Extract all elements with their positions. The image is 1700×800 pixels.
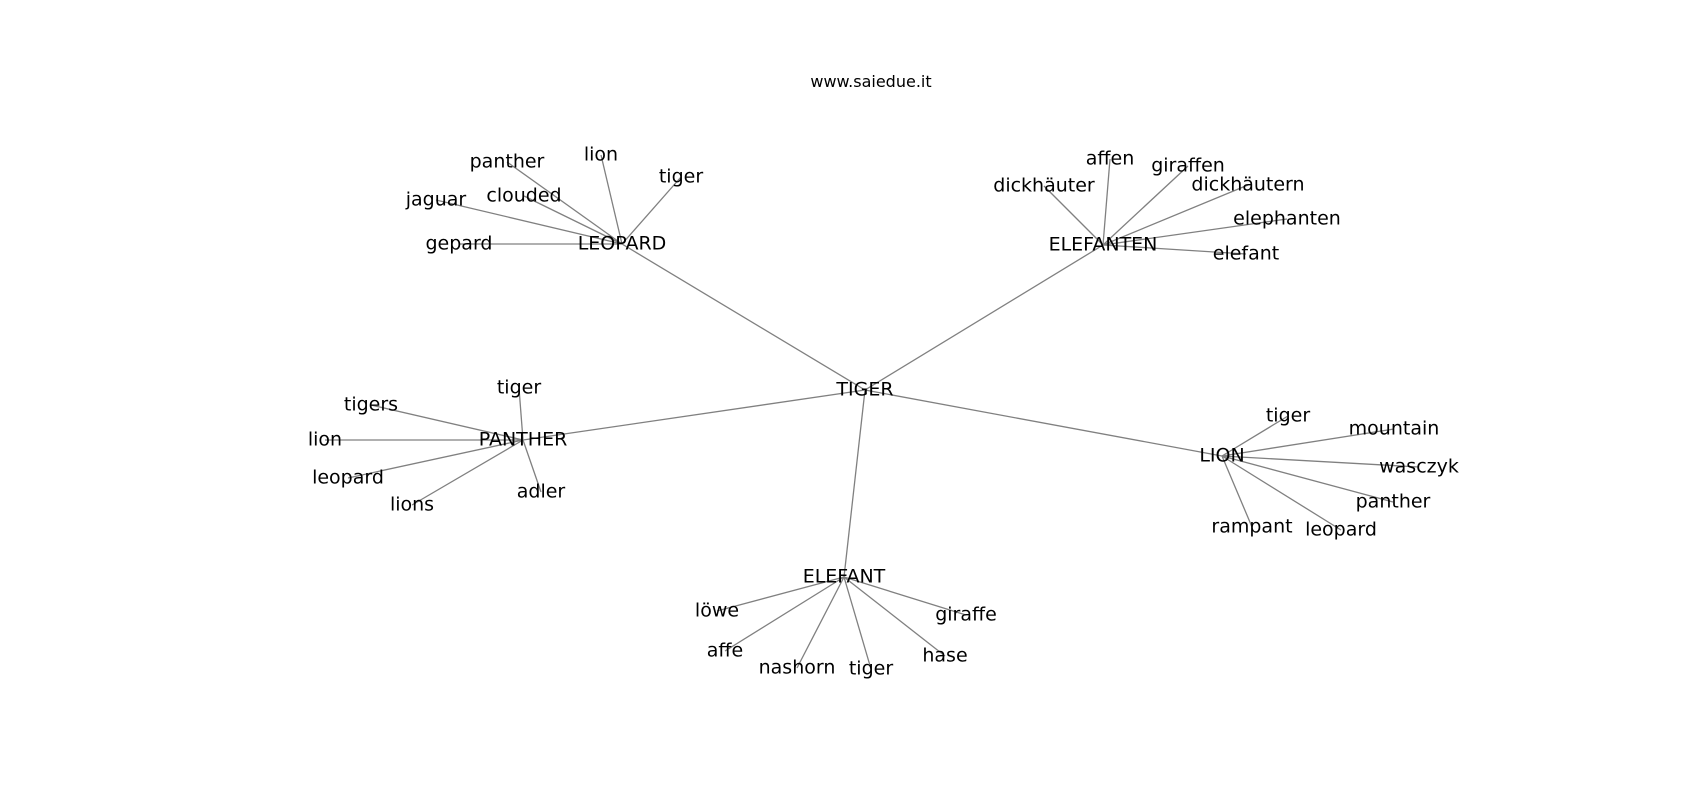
leaf-node-elefanten-dickhaeuter: dickhäuter	[993, 175, 1095, 197]
edge-leopard-jaguar	[435, 199, 623, 245]
leaf-node-panther-adler: adler	[517, 481, 566, 503]
leaf-node-panther-tiger: tiger	[497, 377, 541, 399]
edge-lion-leopard	[1221, 455, 1342, 531]
leaf-node-lion-rampant: rampant	[1211, 516, 1292, 538]
leaf-node-elefant-hase: hase	[922, 645, 967, 667]
edge-lion-rampant	[1221, 455, 1253, 528]
leaf-node-elefanten-elephanten: elephanten	[1233, 208, 1341, 230]
leaf-node-leopard-gepard: gepard	[426, 233, 493, 255]
root-node-tiger: TIGER	[835, 379, 893, 401]
edge-lion-mountain	[1221, 428, 1395, 457]
leaf-node-lion-tiger: tiger	[1266, 405, 1310, 427]
leaf-node-panther-tigers: tigers	[344, 394, 398, 416]
leaf-node-elefant-giraffe: giraffe	[935, 604, 997, 626]
edge-elefanten-elefant	[1102, 244, 1247, 255]
edge-elefant-tiger	[843, 576, 872, 670]
hub-node-lion: LION	[1199, 445, 1244, 467]
edge-elefant-nashorn	[796, 576, 845, 669]
edge-lion-panther	[1221, 455, 1394, 503]
edge-elefanten-affen	[1102, 158, 1111, 246]
leaf-node-leopard-jaguar: jaguar	[405, 189, 467, 211]
hub-node-elefant: ELEFANT	[803, 566, 886, 588]
edge-leopard-panther	[506, 161, 623, 245]
leaf-node-elefant-tiger: tiger	[849, 658, 893, 680]
leaf-node-elefanten-dickhaeutern: dickhäutern	[1191, 174, 1304, 196]
leaf-node-panther-lion: lion	[308, 429, 342, 451]
edge-tiger-panther	[522, 389, 866, 441]
edge-tiger-elefant	[843, 389, 866, 578]
edge-elefant-loewe	[716, 576, 845, 612]
edge-panther-lions	[411, 439, 524, 506]
edge-panther-leopard	[347, 439, 524, 479]
edge-elefant-affe	[724, 576, 845, 652]
leaf-node-elefanten-elefant: elefant	[1213, 243, 1279, 265]
leaf-node-elefanten-giraffen: giraffen	[1151, 155, 1225, 177]
edge-panther-tigers	[370, 404, 524, 441]
leaf-node-leopard-tiger: tiger	[659, 166, 703, 188]
hub-node-panther: PANTHER	[479, 429, 568, 451]
edge-leopard-lion	[600, 154, 623, 245]
leaf-node-panther-lions: lions	[390, 494, 434, 516]
edge-lion-tiger	[1221, 415, 1289, 457]
edge-elefant-giraffe	[843, 576, 967, 616]
edge-tiger-lion	[864, 389, 1223, 457]
edge-elefanten-elephanten	[1102, 218, 1288, 246]
leaf-node-leopard-lion: lion	[584, 144, 618, 166]
edge-elefant-hase	[843, 576, 946, 657]
hub-node-elefanten: ELEFANTEN	[1049, 234, 1158, 256]
leaf-node-elefant-loewe: löwe	[695, 600, 739, 622]
leaf-node-elefant-nashorn: nashorn	[759, 657, 836, 679]
edge-elefanten-giraffen	[1102, 165, 1189, 246]
leaf-node-elefant-affe: affe	[707, 640, 743, 662]
hub-node-leopard: LEOPARD	[578, 233, 667, 255]
edge-leopard-tiger	[621, 176, 682, 245]
edge-tiger-elefanten	[864, 244, 1104, 391]
edge-leopard-clouded	[523, 195, 623, 245]
edge-panther-adler	[522, 439, 542, 493]
edge-lion-wasczyk	[1221, 455, 1420, 468]
edge-tiger-leopard	[621, 243, 866, 391]
edge-elefanten-dickhaeuter	[1043, 185, 1104, 246]
edge-elefanten-dickhaeutern	[1102, 184, 1249, 246]
leaf-node-lion-panther: panther	[1356, 491, 1431, 513]
edge-panther-tiger	[518, 387, 524, 441]
leaf-node-leopard-clouded: clouded	[486, 185, 561, 207]
site-url-title: www.saiedue.it	[810, 72, 931, 91]
graph-nodes: TIGER LEOPARD panther lion tiger clouded jagua…	[308, 144, 1459, 680]
leaf-node-panther-leopard: leopard	[312, 467, 384, 489]
leaf-node-lion-leopard: leopard	[1305, 519, 1377, 541]
leaf-node-lion-mountain: mountain	[1349, 418, 1440, 440]
leaf-node-elefanten-affen: affen	[1086, 148, 1134, 170]
leaf-node-leopard-panther: panther	[470, 151, 545, 173]
leaf-node-lion-wasczyk: wasczyk	[1379, 456, 1459, 478]
graph-edges	[325, 154, 1420, 670]
